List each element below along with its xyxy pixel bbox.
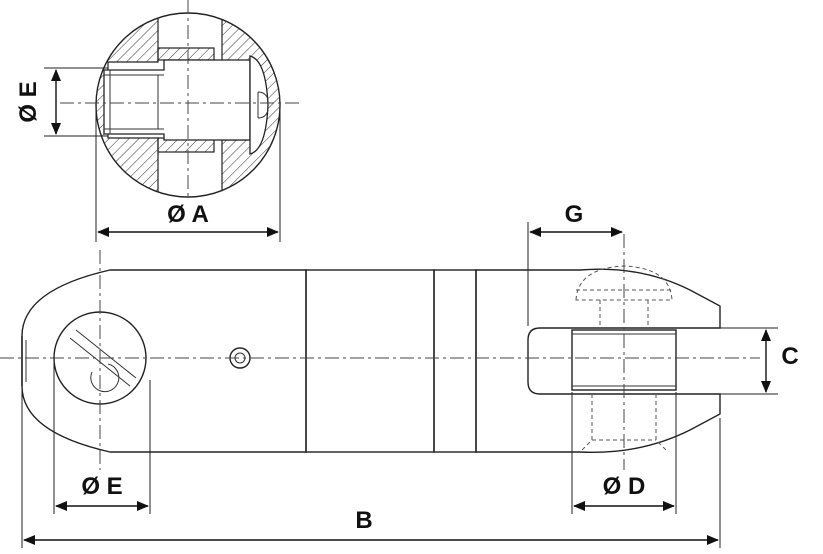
dimension-dia-e-bottom: Ø E <box>53 358 151 514</box>
dimension-dia-d: Ø D <box>571 392 677 514</box>
label-g: G <box>565 201 584 228</box>
label-c: C <box>781 343 798 370</box>
detail-section-view <box>60 0 300 198</box>
dimension-c: C <box>761 329 799 393</box>
swivel-body <box>0 234 778 470</box>
dimension-b: B <box>21 390 721 548</box>
label-dia-e-top: Ø E <box>15 81 42 122</box>
label-dia-e-bottom: Ø E <box>81 473 122 500</box>
dimension-dia-e-top: Ø E <box>15 67 108 137</box>
label-b: B <box>355 507 372 534</box>
dimension-dia-a: Ø A <box>95 110 281 242</box>
dimension-g: G <box>527 201 623 326</box>
label-dia-a: Ø A <box>167 201 209 228</box>
label-dia-d: Ø D <box>603 473 646 500</box>
